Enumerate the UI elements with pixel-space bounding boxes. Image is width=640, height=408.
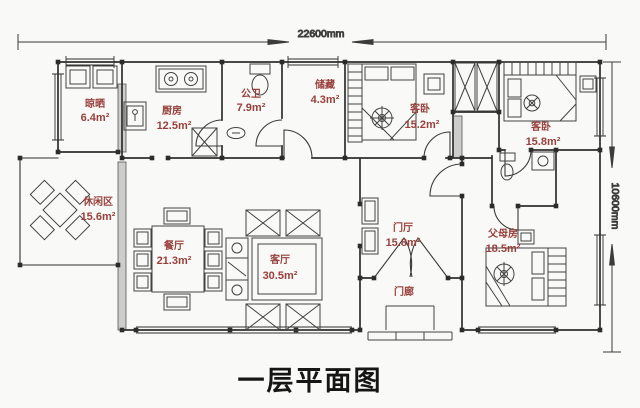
guest-b-bed-icon [503, 74, 577, 122]
room-label-guest-a-name: 客卧 [409, 102, 430, 115]
room-label-storage-area: 4.3m² [311, 94, 340, 106]
room-label-dining-name: 餐厅 [163, 239, 184, 252]
room-label-guest-b-area: 15.8m² [526, 136, 561, 148]
entry-double-door-right [409, 237, 449, 279]
room-label-guest-a-area: 15.2m² [405, 119, 440, 131]
room-label-drying-area: 6.4m² [81, 112, 110, 124]
room-label-foyer-name: 门厅 [393, 221, 413, 234]
window-parents-bottom [478, 326, 556, 334]
sofa-ottomans-icon [245, 209, 321, 331]
washbasin-icon [226, 127, 246, 139]
width-dimension-label: 22600mm [298, 28, 345, 40]
guest-a-plant-icon [370, 106, 394, 130]
window-guestb-right [594, 77, 606, 137]
doors [195, 119, 532, 279]
guest-a-bed-icon [361, 63, 417, 141]
room-label-kitchen-area: 12.5m² [157, 120, 192, 132]
door-kitchen [195, 119, 223, 147]
ensuite-toilet-icon [499, 152, 516, 181]
door-bathroom [255, 119, 283, 147]
window-drying-left [52, 73, 64, 141]
room-label-kitchen-name: 厨房 [162, 104, 182, 117]
parents-wardrobe-icon [547, 247, 567, 307]
parents-bed-icon [485, 247, 549, 307]
right-dimension-line: 10600mm [603, 61, 622, 353]
room-label-living-area: 30.5m² [263, 270, 298, 282]
stairs-icon [454, 62, 498, 112]
room-label-leisure-name: 休闲区 [82, 195, 113, 208]
guest-a-wardrobe-icon [347, 63, 363, 143]
foyer-cabinet-icon [361, 197, 379, 255]
door-parents [429, 163, 463, 197]
dining-table-icon [151, 225, 205, 293]
room-label-dining-area: 21.3m² [157, 255, 192, 267]
room-label-leisure-area: 15.6m² [81, 211, 116, 223]
ensuite-shower-icon [531, 151, 555, 171]
door-ensuite-bath [493, 205, 519, 231]
guest-b-headboard-icon [503, 61, 577, 76]
terrace-outline [19, 157, 119, 266]
room-label-bathroom-name: 公卫 [241, 88, 261, 100]
interior-walls [121, 61, 601, 331]
toilet-icon [249, 63, 271, 96]
room-label-parents-name: 父母房 [487, 227, 518, 240]
window-storage-top [287, 56, 339, 68]
room-label-parents-area: 18.5m² [486, 243, 521, 255]
parents-plant-icon [493, 262, 515, 286]
top-dimension-line: 22600mm [17, 28, 607, 50]
window-parents-right [594, 234, 606, 306]
room-label-foyer-area: 15.8m² [386, 237, 421, 249]
kitchen-pantry-icon [191, 127, 218, 157]
coffee-table-icon [251, 237, 323, 301]
stove-icon [155, 65, 207, 93]
furniture [29, 61, 597, 341]
column-markers [17, 59, 603, 333]
plan-title: 一层平面图 [238, 366, 383, 396]
door-guest-a [423, 131, 451, 159]
room-label-living-name: 客厅 [269, 253, 290, 266]
leisure-table-set-icon [29, 179, 91, 241]
porch-steps-icon [367, 305, 453, 341]
room-labels: 晾晒 6.4m² 厨房 12.5m² 公卫 7.9m² 储藏 4.3m² 客卧 … [81, 78, 561, 298]
guest-a-side-table-icon [423, 73, 445, 95]
window-drying-top [65, 56, 115, 68]
room-label-drying-name: 晾晒 [85, 97, 105, 110]
room-label-porch-name: 门廊 [394, 285, 414, 298]
drying-cabinet-icon [65, 65, 118, 89]
guest-b-side-table-icon [579, 75, 597, 93]
sofa-couch-icon [225, 237, 249, 301]
room-label-guest-b-name: 客卧 [530, 120, 551, 133]
room-label-bathroom-area: 7.9m² [237, 102, 266, 114]
door-storage [283, 129, 313, 159]
dining-chairs-icon [133, 207, 223, 311]
height-dimension-label: 10600mm [609, 183, 621, 230]
parents-side-table-icon [517, 229, 535, 245]
door-guest-b [504, 149, 532, 177]
room-label-storage-name: 储藏 [314, 78, 335, 91]
guest-b-plant-icon [523, 94, 541, 112]
kitchen-sink-icon [123, 101, 147, 131]
